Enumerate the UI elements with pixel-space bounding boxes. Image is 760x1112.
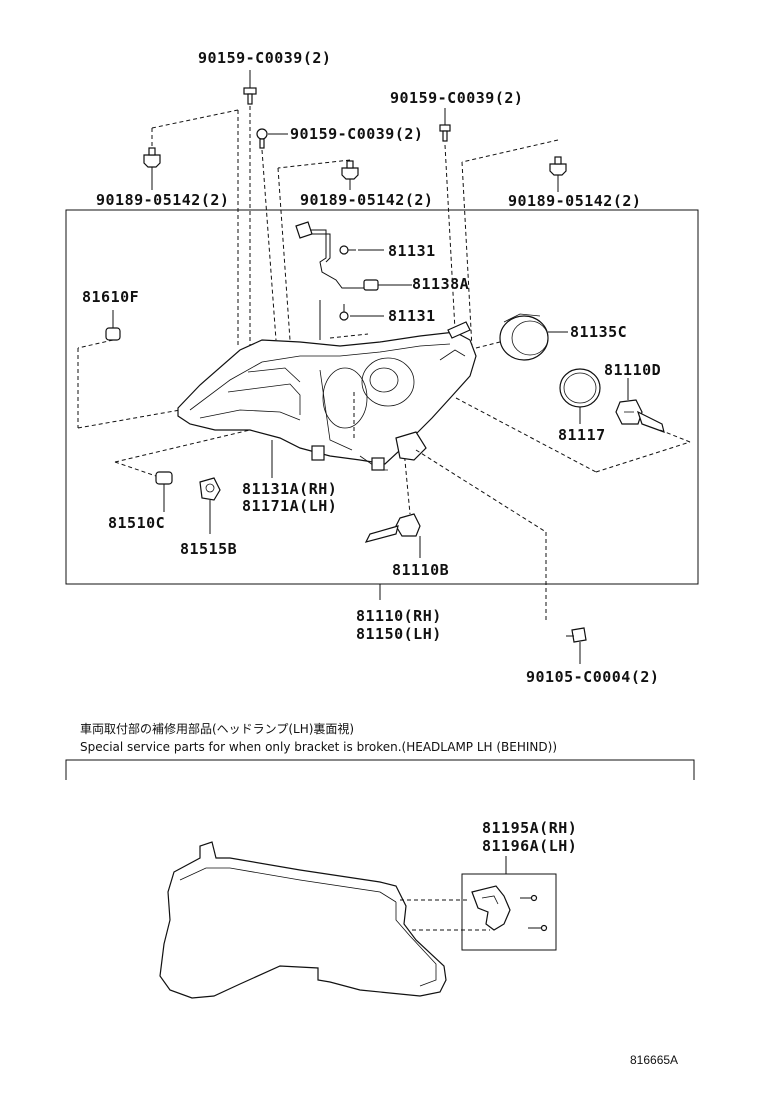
o-ring-icon (559, 368, 601, 408)
screw-icon (566, 627, 587, 643)
headlight-bulb-icon (364, 513, 421, 543)
bolt-label-mid: 90159-C0039(2) (290, 125, 423, 143)
nut-label-mid: 90189-05142(2) (300, 191, 433, 209)
label-assy-rh: 81110(RH) (356, 607, 442, 625)
label-screw-bottom: 90105-C0004(2) (526, 668, 659, 686)
nut-icon (549, 156, 567, 176)
socket-icon (199, 477, 221, 501)
headlamp-housing (177, 321, 477, 471)
note-english: Special service parts for when only brac… (80, 740, 557, 754)
label-81135c: 81135C (570, 323, 627, 341)
screw-icon (339, 245, 356, 255)
headlight-bulb-icon (615, 399, 665, 433)
small-bulb-icon (155, 471, 173, 485)
bolt-label-top-left: 90159-C0039(2) (198, 49, 331, 67)
socket-icon (395, 431, 427, 461)
nut-icon (341, 160, 359, 180)
nut-label-left: 90189-05142(2) (96, 191, 229, 209)
label-81117: 81117 (558, 426, 606, 444)
small-bulb-icon (105, 327, 121, 341)
screw-icon (339, 304, 349, 321)
label-bracket-rh: 81195A(RH) (482, 819, 577, 837)
label-81515b: 81515B (180, 540, 237, 558)
section-bracket (65, 759, 695, 780)
headlamp-rear-outline (159, 841, 447, 999)
screw-icon (528, 924, 548, 932)
bracket-inset-frame (461, 873, 557, 951)
label-bracket-lh: 81196A(LH) (482, 837, 577, 855)
assembly-frame (65, 209, 699, 585)
label-81131-b: 81131 (388, 307, 436, 325)
label-81131a: 81131A(RH) (242, 480, 337, 498)
bolt-icon (439, 124, 451, 142)
bolt-icon (256, 128, 268, 149)
label-assy-lh: 81150(LH) (356, 625, 442, 643)
cap-icon (499, 313, 549, 361)
nut-icon (143, 147, 161, 168)
nut-label-right: 90189-05142(2) (508, 192, 641, 210)
label-81171a: 81171A(LH) (242, 497, 337, 515)
bracket-icon (471, 885, 511, 931)
diagram-id: 816665A (630, 1053, 678, 1067)
socket-wire-icon (295, 221, 379, 340)
bolt-label-top-right: 90159-C0039(2) (390, 89, 523, 107)
label-81110b: 81110B (392, 561, 449, 579)
bolt-icon (243, 87, 257, 105)
label-81131-a: 81131 (388, 242, 436, 260)
screw-icon (520, 894, 538, 902)
label-81510c: 81510C (108, 514, 165, 532)
label-81110d: 81110D (604, 361, 661, 379)
label-81610f: 81610F (82, 288, 139, 306)
note-japanese: 車両取付部の補修用部品(ヘッドランプ(LH)裏面視) (80, 721, 354, 736)
label-81138a: 81138A (412, 275, 469, 293)
